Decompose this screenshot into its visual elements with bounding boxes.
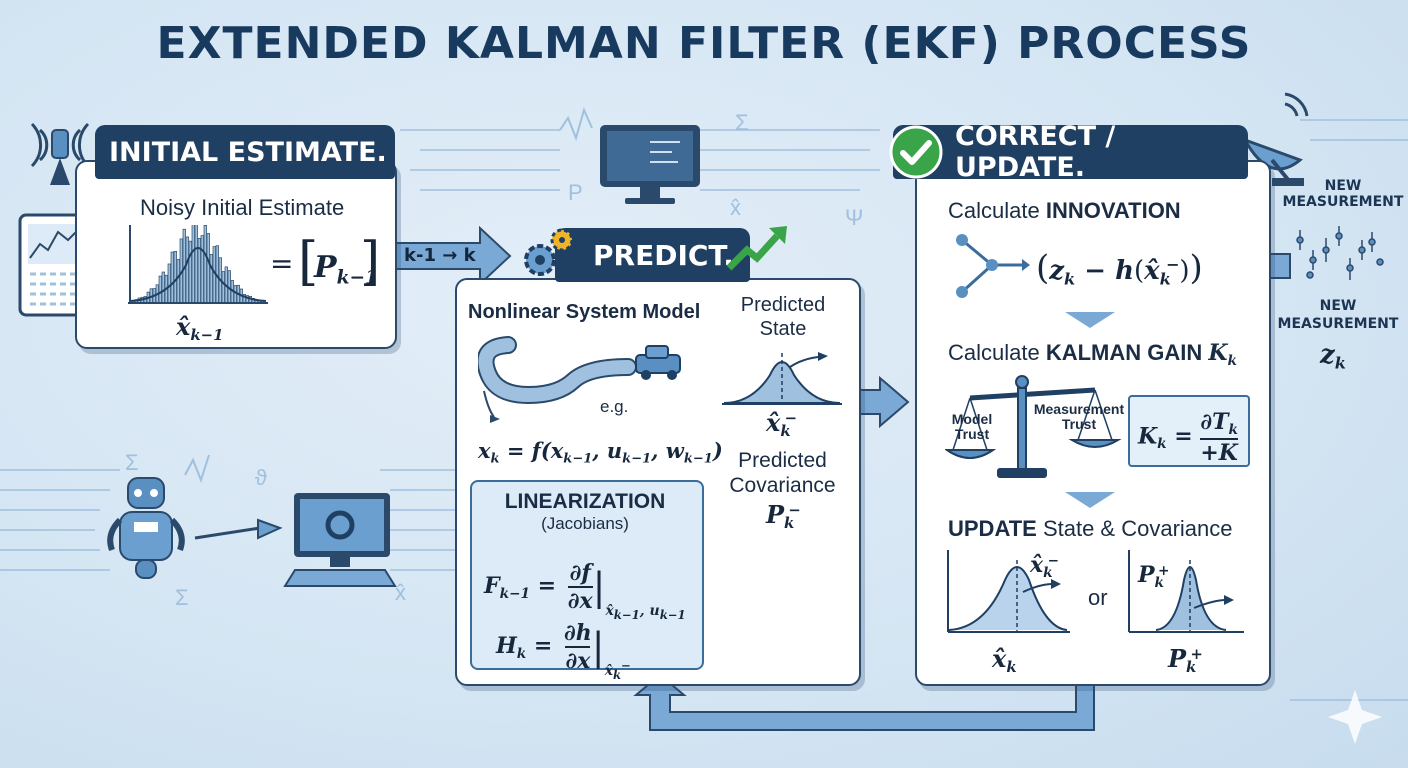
step-arrow-label: k-1 → k — [404, 245, 476, 266]
kalman-gain-formula: Kk = ∂Tk+K — [1138, 409, 1238, 466]
histogram-bar — [209, 254, 213, 304]
system-model-equation: xk = f(xk−1, uk−1, wk−1) — [478, 438, 723, 467]
eg-label: e.g. — [600, 397, 629, 416]
svg-text:x̂: x̂ — [395, 580, 406, 605]
initial-estimate-panel — [75, 160, 397, 349]
update-state-curve — [947, 550, 1070, 633]
robot-icon — [107, 477, 185, 579]
update-heading: UPDATE State & Covariance — [948, 516, 1233, 541]
innovation-equation: (zk − h(x̂k−)) — [1036, 248, 1203, 289]
histogram-bar — [170, 251, 174, 304]
correct-update-title: CORRECT / UPDATE. — [955, 121, 1116, 183]
histogram-bar — [185, 236, 189, 304]
svg-text:x̂: x̂ — [730, 195, 741, 220]
new-measurement-label-bottom: NEW MEASUREMENT — [1277, 298, 1399, 332]
kalman-gain-heading: Calculate KALMAN GAIN Kk — [948, 340, 1237, 369]
innovation-node-icon — [956, 234, 1030, 298]
noisy-initial-caption: Noisy Initial Estimate — [140, 195, 345, 220]
step-down-arrow — [1065, 312, 1115, 328]
check-icon — [889, 125, 943, 179]
initial-histogram — [128, 225, 268, 304]
histogram-bar — [206, 233, 210, 304]
matrix-bracket-right: ] — [360, 232, 381, 292]
update-prior-symbol: x̂k− — [1030, 552, 1059, 581]
road-car-illustration — [478, 336, 681, 423]
gears-icon — [524, 228, 574, 276]
histogram-bar — [200, 235, 204, 304]
histogram-bar — [191, 225, 195, 304]
or-label: or — [1088, 585, 1108, 610]
jacobian-f-equation: Fk−1 = ∂f∂x |x̂k−1, uk−1 — [484, 560, 686, 622]
measurement-scatter-icon — [1296, 226, 1384, 280]
predicted-state-label: Predicted State — [740, 294, 826, 340]
predict-header: PREDICT. — [555, 228, 750, 282]
correct-update-header: CORRECT / UPDATE. — [893, 121, 1248, 183]
linearization-box — [470, 480, 704, 670]
jacobian-h-equation: Hk = ∂h∂x |x̂k− — [496, 620, 631, 682]
initial-estimate-title: INITIAL ESTIMATE. — [109, 136, 387, 168]
initial-state-symbol: x̂k−1 — [176, 312, 224, 345]
predicted-state-curve — [722, 352, 842, 405]
system-model-title: Nonlinear System Model — [468, 301, 701, 323]
updated-state-symbol: x̂k — [992, 644, 1017, 677]
matrix-p-symbol: Pk−1 — [314, 250, 378, 289]
histogram-bar — [167, 263, 171, 304]
monitor-icon — [600, 125, 700, 204]
jacobians-subtitle: (Jacobians) — [541, 514, 629, 533]
predicted-state-symbol: x̂k− — [766, 408, 798, 441]
predicted-covariance-symbol: Pk− — [766, 500, 801, 533]
trend-arrow-icon — [726, 226, 787, 271]
histogram-bar — [161, 271, 165, 304]
new-measurement-label-top: NEW MEASUREMENT — [1282, 178, 1404, 210]
matrix-bracket-left: [ — [298, 232, 319, 292]
histogram-bar — [221, 271, 225, 304]
histogram-bar — [176, 259, 180, 304]
svg-text:ϑ: ϑ — [255, 465, 267, 490]
svg-text:Ψ: Ψ — [845, 205, 863, 230]
covariance-prior-symbol: Pk+ — [1138, 562, 1170, 591]
svg-text:Σ: Σ — [125, 450, 139, 475]
measurement-symbol: zk — [1320, 340, 1346, 373]
updated-covariance-symbol: Pk+ — [1168, 644, 1203, 677]
model-trust-label: Model Trust — [951, 411, 993, 442]
equals-sign: = — [270, 247, 294, 280]
step-down-arrow-2 — [1065, 492, 1115, 508]
predicted-covariance-label: Predicted Covariance — [729, 449, 836, 497]
histogram-bar — [203, 225, 207, 304]
histogram-bar — [173, 250, 177, 304]
measurement-trust-label: Measurement Trust — [1033, 401, 1125, 432]
scale-icon — [945, 375, 1122, 478]
histogram-bar — [188, 240, 192, 304]
svg-text:Σ: Σ — [735, 110, 749, 135]
svg-text:Σ: Σ — [175, 585, 189, 610]
svg-text:P: P — [568, 180, 583, 205]
update-covariance-curve — [1128, 550, 1244, 633]
satellite-dish-icon — [1241, 92, 1309, 186]
innovation-heading: Calculate INNOVATION — [948, 198, 1181, 223]
computer-icon — [283, 493, 397, 587]
histogram-bar — [158, 275, 162, 304]
antenna-icon — [30, 122, 90, 185]
page-title: EXTENDED KALMAN FILTER (EKF) PROCESS — [156, 18, 1252, 69]
histogram-bar — [194, 225, 198, 304]
histogram-bar — [233, 285, 237, 304]
kalman-gain-formula-box — [1128, 395, 1250, 467]
sparkle-icon — [1328, 690, 1382, 744]
car-icon — [635, 345, 681, 380]
predict-title: PREDICT. — [593, 238, 734, 272]
linearization-title: LINEARIZATION — [504, 490, 666, 513]
initial-estimate-header: INITIAL ESTIMATE. — [95, 125, 395, 179]
